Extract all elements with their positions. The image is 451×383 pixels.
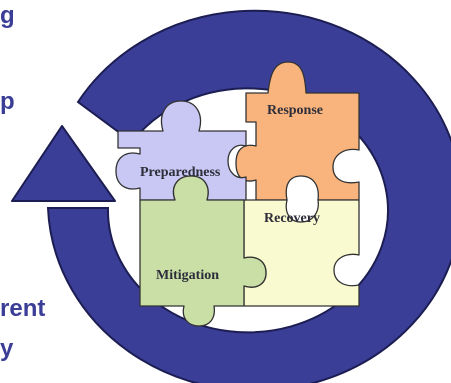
cycle-arrowhead xyxy=(11,125,116,202)
label-mitigation: Mitigation xyxy=(156,268,219,283)
cropped-text-fragment: p xyxy=(0,88,15,115)
cropped-text-fragment: y xyxy=(0,335,14,362)
label-response: Response xyxy=(267,103,323,118)
piece-mitigation xyxy=(139,175,267,327)
cropped-text-fragment: rent xyxy=(0,295,46,322)
label-preparedness: Preparedness xyxy=(140,165,221,180)
label-recovery: Recovery xyxy=(264,211,320,226)
cropped-text-fragment: g xyxy=(0,2,15,29)
